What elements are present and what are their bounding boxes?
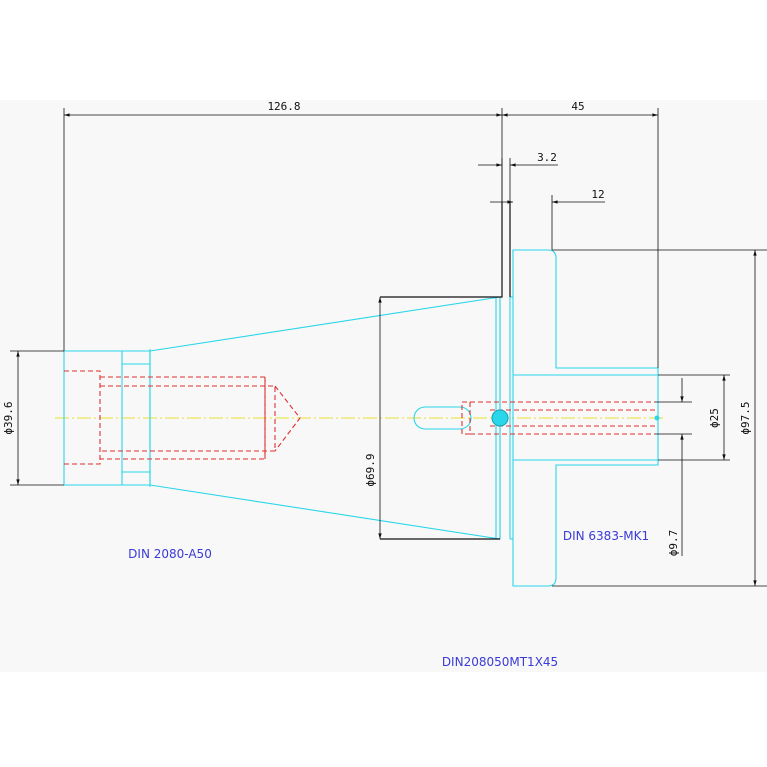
label-left-part: DIN 2080-A50 — [128, 547, 212, 561]
label-drawing-name: DIN208050MT1X45 — [442, 655, 558, 669]
hidden-thread-bore — [64, 370, 301, 465]
adapter-hidden-bore — [461, 401, 655, 435]
dim-flange-offset: 12 — [591, 188, 604, 201]
dim-overall-left: 126.8 — [267, 100, 300, 113]
label-right-part: DIN 6383-MK1 — [563, 529, 649, 543]
dimension-lines — [10, 108, 767, 587]
dim-overall-right: 45 — [571, 100, 584, 113]
dim-dia-flange: ϕ97.5 — [739, 401, 752, 434]
dim-dia-taper: ϕ69.9 — [364, 453, 377, 486]
dim-dia-left: ϕ39.6 — [2, 401, 15, 434]
dim-dia-bore: ϕ25 — [708, 408, 721, 428]
dim-flange-thickness: 3.2 — [537, 151, 557, 164]
drive-slot — [413, 406, 472, 430]
drive-hole — [491, 409, 509, 427]
end-dot — [654, 415, 660, 421]
dim-dia-small: ϕ9.7 — [667, 530, 680, 557]
